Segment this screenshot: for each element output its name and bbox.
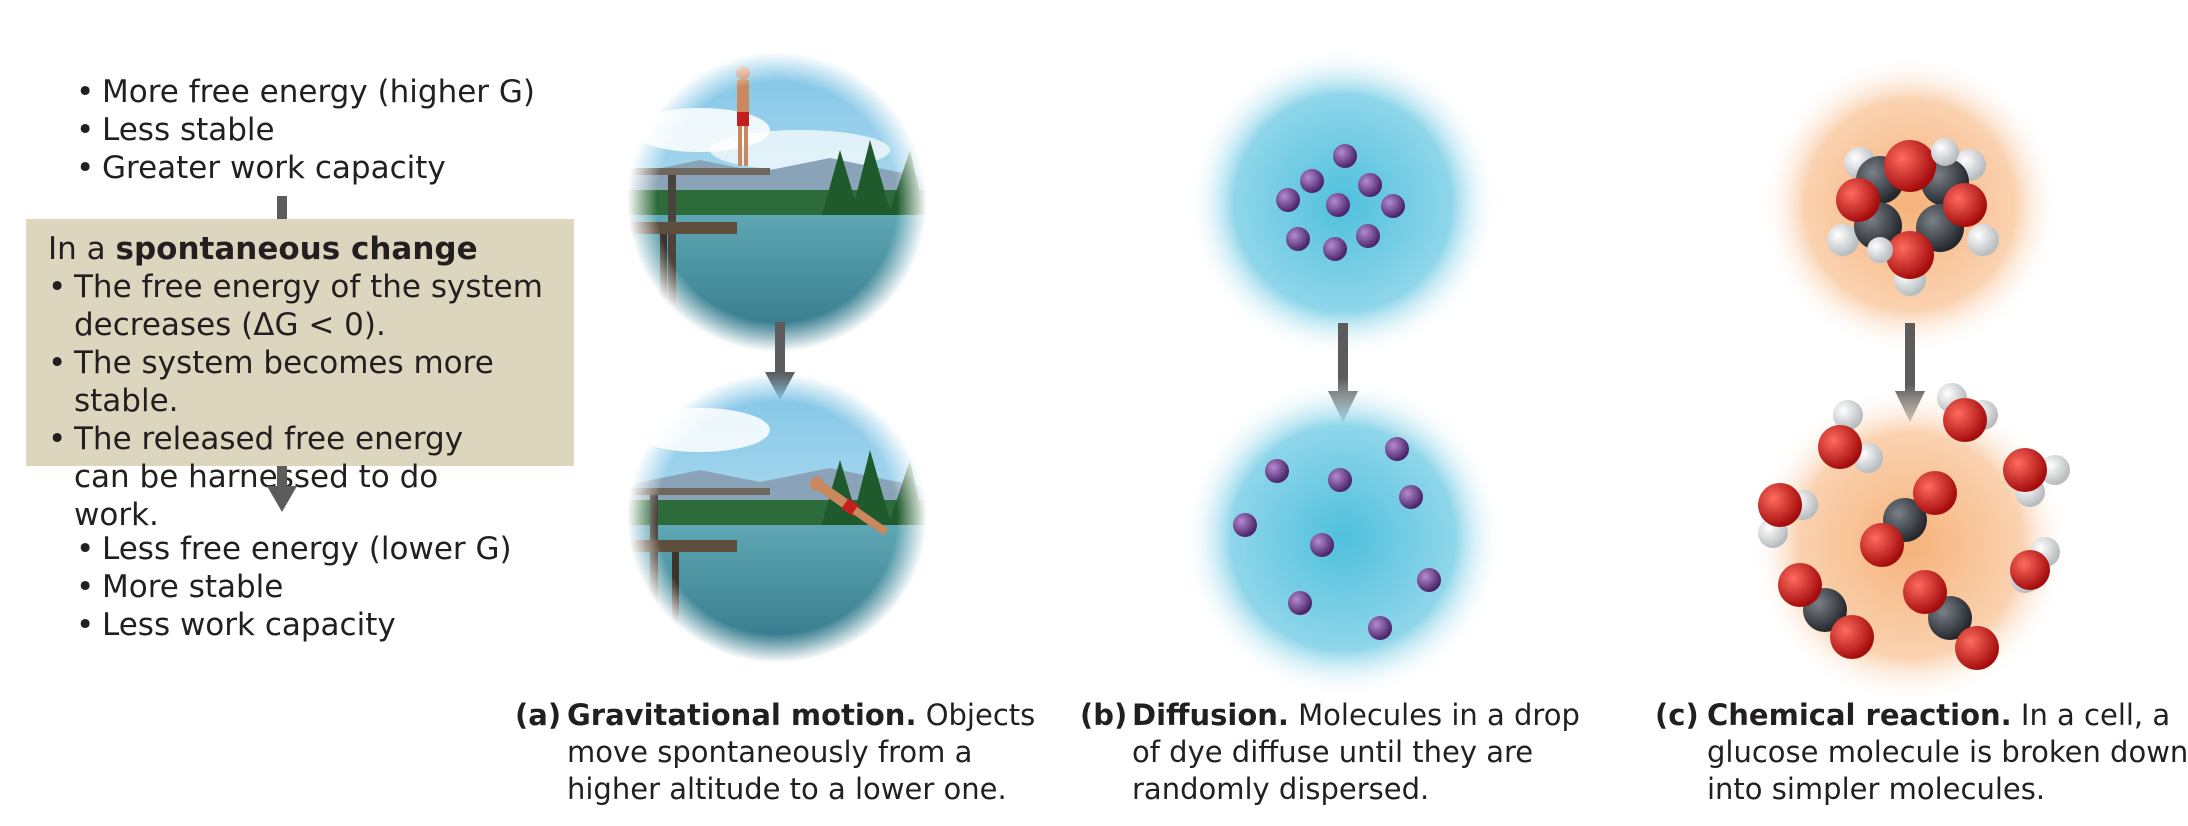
- co2-molecule: [1860, 471, 1957, 567]
- list-item: The released free energy can be harnesse…: [48, 420, 514, 534]
- co2-molecule: [1778, 563, 1874, 659]
- water-molecule: [2003, 448, 2070, 507]
- glucose-molecule: [1760, 55, 2060, 355]
- diver-jumping-scene: [627, 373, 927, 663]
- caption-label: (a): [515, 698, 562, 732]
- top-state-list: More free energy (higher G) Less stable …: [76, 73, 535, 187]
- caption-text: randomly dispersed.: [1132, 772, 1430, 806]
- caption-text: In a cell, a: [2020, 698, 2171, 732]
- caption-label: (c): [1655, 698, 1699, 732]
- box-list: The free energy of the system decreases …: [48, 268, 574, 534]
- caption-c: (c)Chemical reaction. In a cell, a gluco…: [1655, 697, 2188, 808]
- list-item: The free energy of the system decreases …: [48, 268, 544, 344]
- box-title: spontaneous change: [115, 231, 478, 267]
- bottom-state-list: Less free energy (lower G) More stable L…: [76, 530, 512, 644]
- list-item: The system becomes more stable.: [48, 344, 594, 420]
- diver-figure: [810, 476, 889, 536]
- diver-standing-scene: [627, 52, 927, 352]
- caption-a: (a)Gravitational motion. Objects move sp…: [515, 697, 1035, 808]
- diver-figure: [736, 66, 750, 166]
- caption-text: into simpler molecules.: [1707, 772, 2046, 806]
- caption-text: of dye diffuse until they are: [1132, 735, 1534, 769]
- water-molecule: [2010, 537, 2060, 593]
- caption-text: move spontaneously from a: [567, 735, 973, 769]
- caption-text: glucose molecule is broken down: [1707, 735, 2188, 769]
- connector-line: [277, 196, 287, 220]
- box-intro: In a: [48, 231, 106, 267]
- caption-b: (b)Diffusion. Molecules in a drop of dye…: [1080, 697, 1580, 808]
- list-item: More free energy (higher G): [76, 73, 535, 111]
- caption-title: Diffusion.: [1132, 698, 1289, 732]
- caption-text: Objects: [925, 698, 1036, 732]
- co2-molecule: [1903, 570, 1999, 670]
- water-molecule: [1818, 400, 1883, 473]
- box-heading: In a spontaneous change: [48, 230, 574, 268]
- down-arrow-icon: [267, 486, 297, 512]
- dye-drop-concentrated: [1188, 48, 1498, 358]
- list-item: Less stable: [76, 111, 535, 149]
- spontaneous-change-box: In a spontaneous change The free energy …: [26, 219, 574, 533]
- caption-title: Gravitational motion.: [567, 698, 917, 732]
- caption-text: higher altitude to a lower one.: [567, 772, 1007, 806]
- caption-title: Chemical reaction.: [1707, 698, 2012, 732]
- list-item: Less work capacity: [76, 606, 512, 644]
- list-item: Less free energy (lower G): [76, 530, 512, 568]
- water-molecule: [1937, 383, 1998, 442]
- dye-dispersed: [1183, 378, 1503, 698]
- list-item: More stable: [76, 568, 512, 606]
- connector-line: [277, 466, 287, 488]
- caption-text: Molecules in a drop: [1298, 698, 1580, 732]
- product-molecules: [1750, 383, 2070, 705]
- list-item: Greater work capacity: [76, 149, 535, 187]
- water-molecule: [1758, 483, 1818, 548]
- caption-label: (b): [1080, 698, 1128, 732]
